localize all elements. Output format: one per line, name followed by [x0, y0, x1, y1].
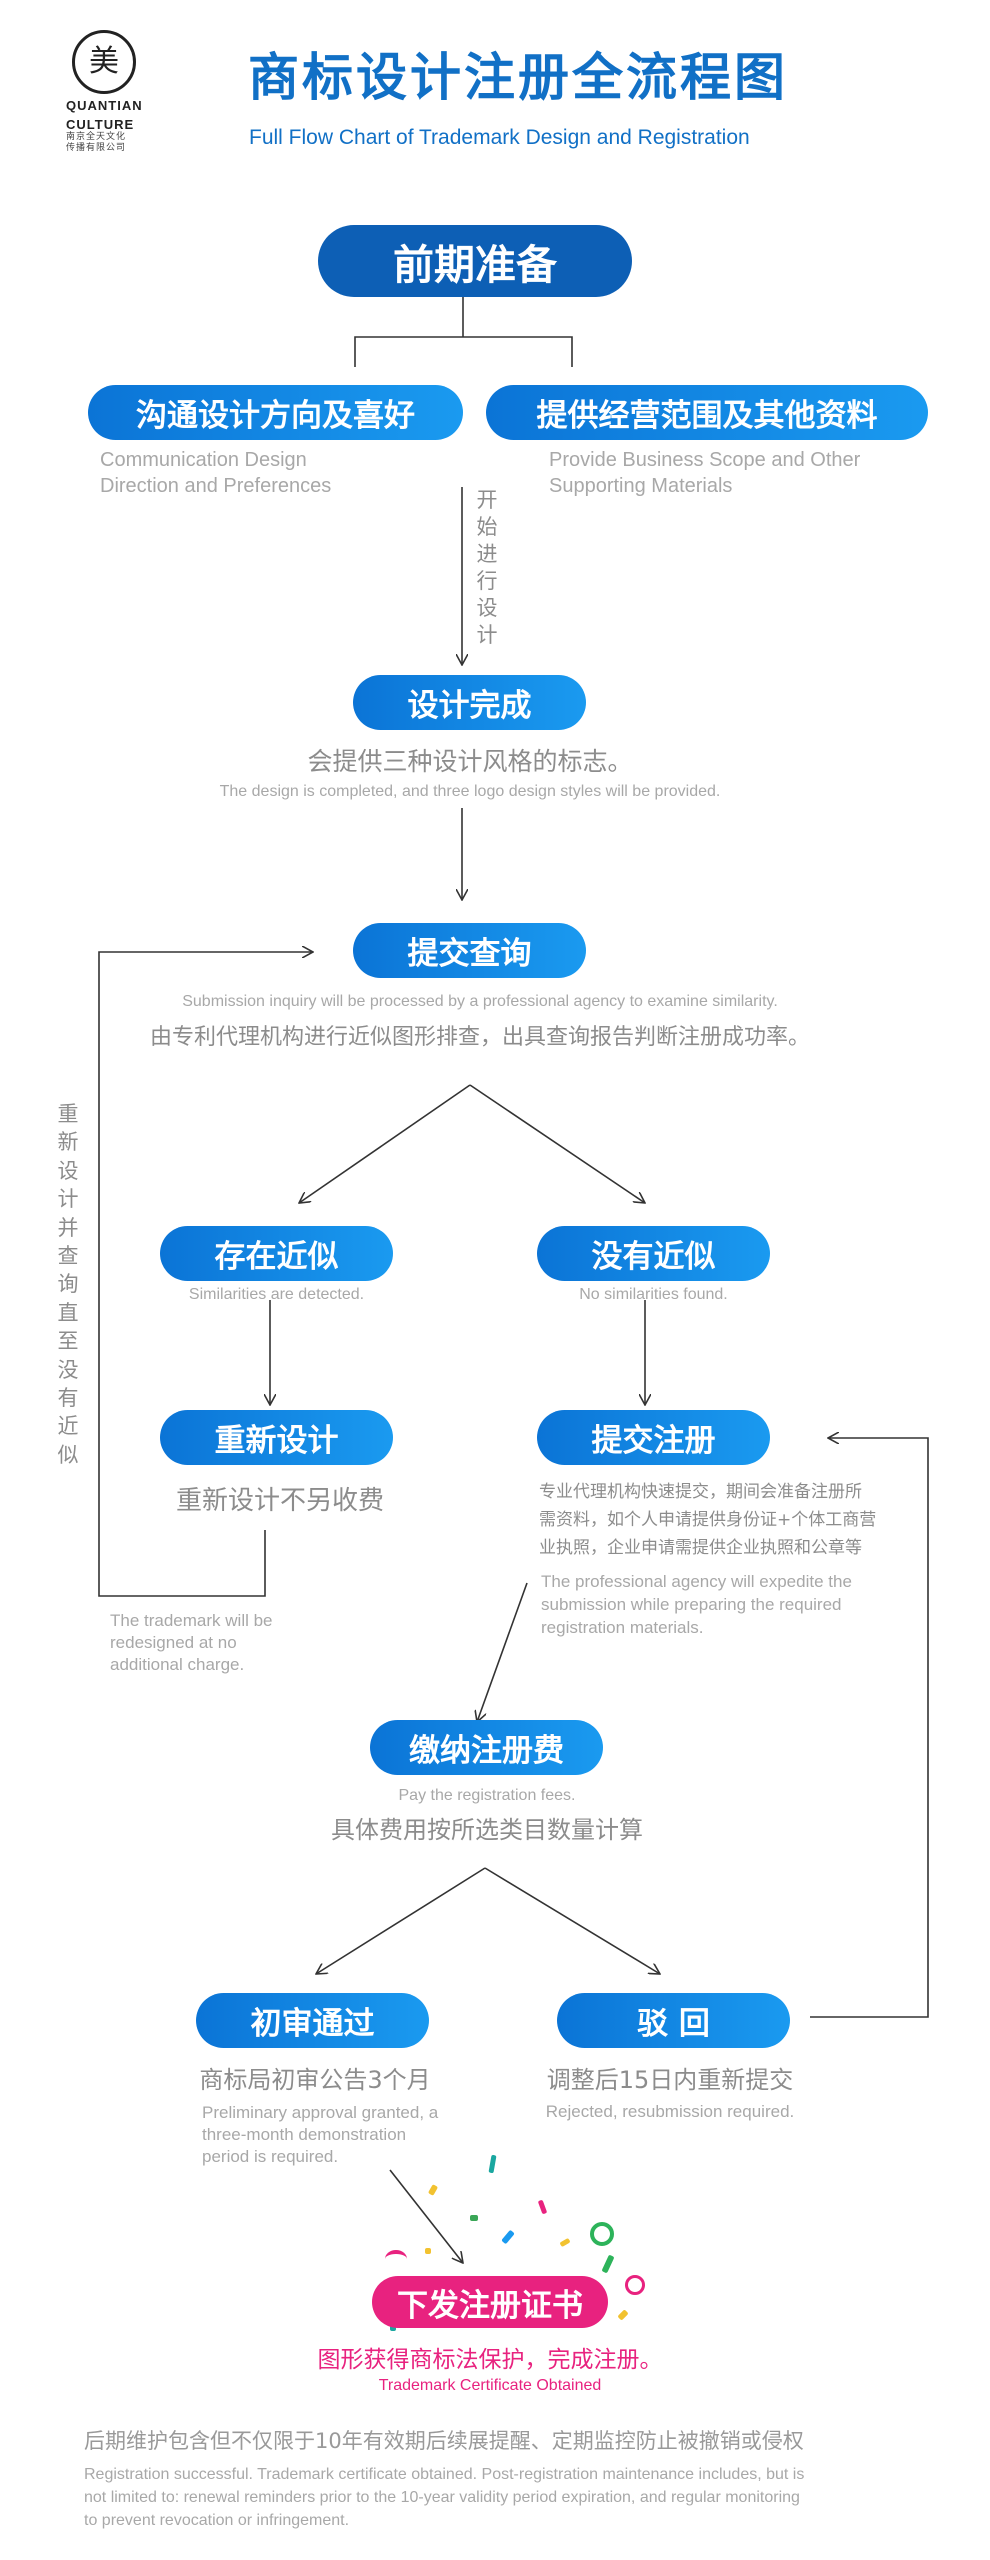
step-communicate: 沟通设计方向及喜好 [88, 385, 463, 440]
approved-en: Preliminary approval granted, a three-mo… [202, 2103, 439, 2166]
provide-en: Provide Business Scope and Other Support… [549, 449, 861, 497]
step-rejected: 驳 回 [557, 1993, 790, 2048]
step-design-done: 设计完成 [353, 675, 586, 730]
footer-cn: 后期维护包含但不仅限于10年有效期后续展提醒、定期监控防止被撤销或侵权 [84, 2429, 804, 2453]
rejected-cn: 调整后15日内重新提交 [546, 2066, 794, 2094]
redesign-en: The trademark will be redesigned at no a… [110, 1611, 273, 1674]
pay-en: Pay the registration fees. [398, 1787, 576, 1804]
logo-mark: 美 [72, 30, 136, 94]
step-provide: 提供经营范围及其他资料 [486, 385, 928, 440]
submit-query-cn: 由专利代理机构进行近似图形排查，出具查询报告判断注册成功率。 [149, 1025, 810, 1050]
step-approved: 初审通过 [196, 1993, 429, 2048]
similar-en: Similarities are detected. [188, 1286, 365, 1303]
design-done-en: The design is completed, and three logo … [219, 783, 721, 800]
design-done-cn: 会提供三种设计风格的标志。 [307, 747, 633, 776]
redesign-loop-label: 重 新 设 计 并 查 询 直 至 没 有 近 似 [57, 1102, 79, 1467]
approved-cn: 商标局初审公告3个月 [199, 2066, 431, 2094]
submit-reg-cn: 专业代理机构快速提交，期间会准备注册所 需资料，如个人申请提供身份证+个体工商营… [539, 1482, 877, 1558]
step-submit-registration: 提交注册 [537, 1410, 770, 1465]
communicate-en: Communication Design Direction and Prefe… [100, 449, 332, 497]
logo-text-cn-1: 南京全天文化 [66, 132, 127, 142]
logo-text-cn-2: 传播有限公司 [66, 143, 127, 153]
company-logo: 美 QUANTIAN CULTURE 南京全天文化 传播有限公司 [66, 30, 166, 154]
footer-en: Registration successful. Trademark certi… [84, 2466, 805, 2529]
logo-text-en-1: QUANTIAN [66, 98, 143, 113]
step-similar: 存在近似 [160, 1226, 393, 1281]
step-prep: 前期准备 [318, 225, 632, 297]
start-design-label: 开 始 进 行 设 计 [476, 488, 498, 647]
step-redesign: 重新设计 [160, 1410, 393, 1465]
submit-reg-en: The professional agency will expedite th… [541, 1572, 852, 1637]
rejected-en: Rejected, resubmission required. [545, 2102, 795, 2121]
page-subtitle: Full Flow Chart of Trademark Design and … [249, 126, 750, 149]
redesign-cn: 重新设计不另收费 [175, 1486, 384, 1516]
step-certificate: 下发注册证书 [372, 2276, 608, 2328]
step-not-similar: 没有近似 [537, 1226, 770, 1281]
submit-query-en: Submission inquiry will be processed by … [182, 993, 778, 1010]
step-pay-fees: 缴纳注册费 [370, 1720, 603, 1775]
page-title: 商标设计注册全流程图 [248, 49, 789, 108]
not-similar-en: No similarities found. [579, 1286, 728, 1303]
pay-cn: 具体费用按所选类目数量计算 [331, 1816, 643, 1844]
certificate-cn: 图形获得商标法保护，完成注册。 [317, 2347, 663, 2373]
step-submit-query: 提交查询 [353, 923, 586, 978]
certificate-en: Trademark Certificate Obtained [378, 2377, 602, 2394]
logo-text-en-2: CULTURE [66, 117, 135, 132]
